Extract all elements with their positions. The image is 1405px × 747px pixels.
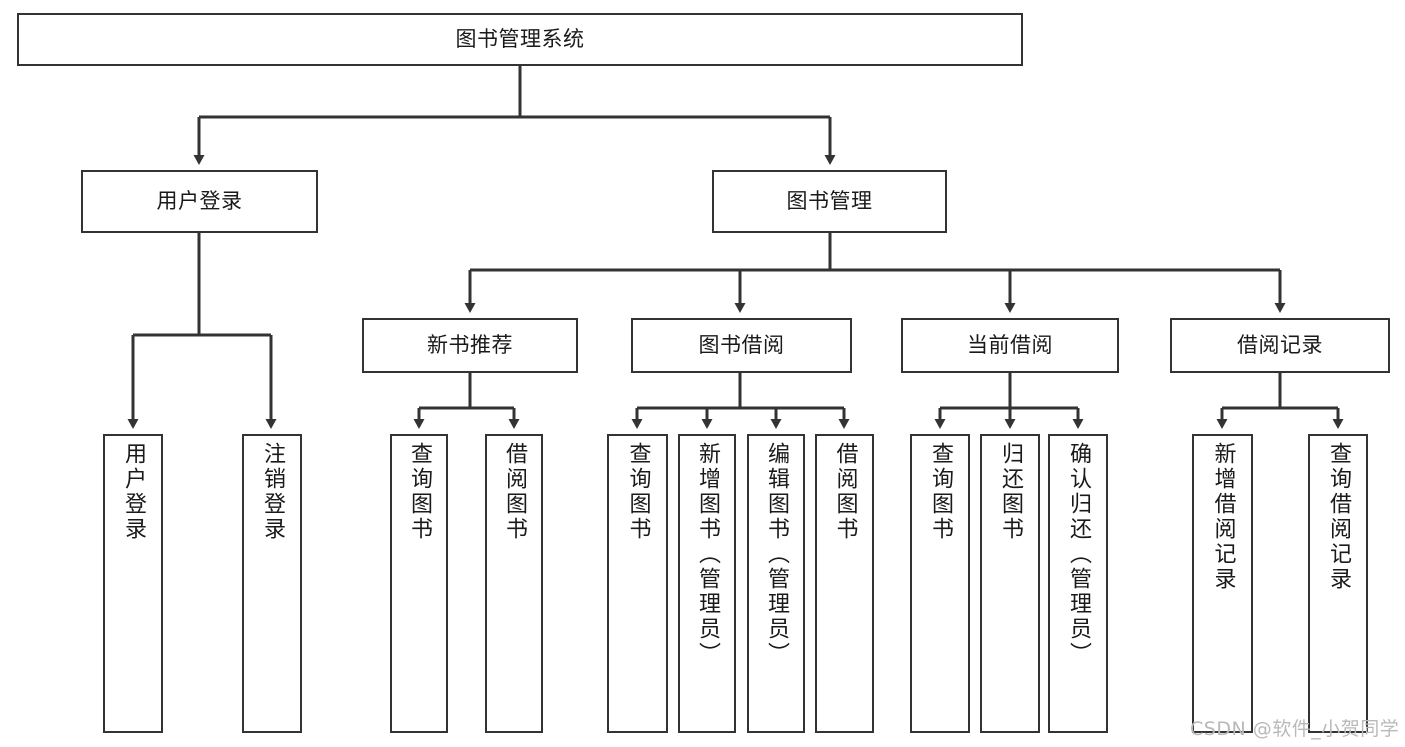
node-label: 确认归还（管理员） xyxy=(1066,442,1091,667)
leaf-new-book-borrow-book[interactable]: 借阅图书 xyxy=(485,434,543,733)
leaf-current-borrow-confirm-return-admin[interactable]: 确认归还（管理员） xyxy=(1048,434,1108,733)
leaf-borrow-record-add-record[interactable]: 新增借阅记录 xyxy=(1192,434,1253,733)
node-label: 借阅图书 xyxy=(832,442,858,542)
leaf-borrow-record-query-record[interactable]: 查询借阅记录 xyxy=(1308,434,1368,733)
node-label: 用户登录 xyxy=(156,189,243,214)
leaf-book-borrow-query-book[interactable]: 查询图书 xyxy=(607,434,668,733)
node-root-book-management-system[interactable]: 图书管理系统 xyxy=(17,13,1023,66)
node-user-login[interactable]: 用户登录 xyxy=(81,170,318,233)
node-label: 图书管理 xyxy=(786,189,873,214)
node-borrow-record[interactable]: 借阅记录 xyxy=(1170,318,1390,373)
node-book-borrow[interactable]: 图书借阅 xyxy=(631,318,852,373)
node-label: 借阅记录 xyxy=(1237,333,1323,358)
leaf-book-borrow-add-book-admin[interactable]: 新增图书（管理员） xyxy=(678,434,736,733)
leaf-book-borrow-edit-book-admin[interactable]: 编辑图书（管理员） xyxy=(747,434,805,733)
node-label: 归还图书 xyxy=(998,442,1023,542)
node-label: 查询借阅记录 xyxy=(1326,442,1351,592)
leaf-current-borrow-query-book[interactable]: 查询图书 xyxy=(910,434,970,733)
node-label: 查询图书 xyxy=(625,442,651,542)
leaf-book-borrow-borrow-book[interactable]: 借阅图书 xyxy=(815,434,874,733)
node-label: 图书借阅 xyxy=(698,333,785,358)
csdn-watermark: CSDN @软件_小贺同学 xyxy=(1190,718,1400,740)
leaf-user-login-login[interactable]: 用户登录 xyxy=(103,434,163,733)
node-label: 当前借阅 xyxy=(967,333,1053,358)
node-label: 借阅图书 xyxy=(502,442,527,542)
leaf-current-borrow-return-book[interactable]: 归还图书 xyxy=(980,434,1040,733)
node-current-borrow[interactable]: 当前借阅 xyxy=(901,318,1119,373)
leaf-new-book-query-book[interactable]: 查询图书 xyxy=(390,434,448,733)
node-label: 查询图书 xyxy=(407,442,432,542)
node-label: 图书管理系统 xyxy=(455,27,585,52)
node-label: 新书推荐 xyxy=(427,333,513,358)
node-label: 新增借阅记录 xyxy=(1210,442,1236,592)
node-label: 注销登录 xyxy=(260,442,285,542)
node-label: 新增图书（管理员） xyxy=(695,442,720,667)
leaf-user-login-logout[interactable]: 注销登录 xyxy=(242,434,302,733)
node-label: 用户登录 xyxy=(121,442,146,542)
node-book-management[interactable]: 图书管理 xyxy=(712,170,947,233)
node-label: 编辑图书（管理员） xyxy=(764,442,789,667)
node-label: 查询图书 xyxy=(928,442,953,542)
node-new-book-recommend[interactable]: 新书推荐 xyxy=(362,318,578,373)
